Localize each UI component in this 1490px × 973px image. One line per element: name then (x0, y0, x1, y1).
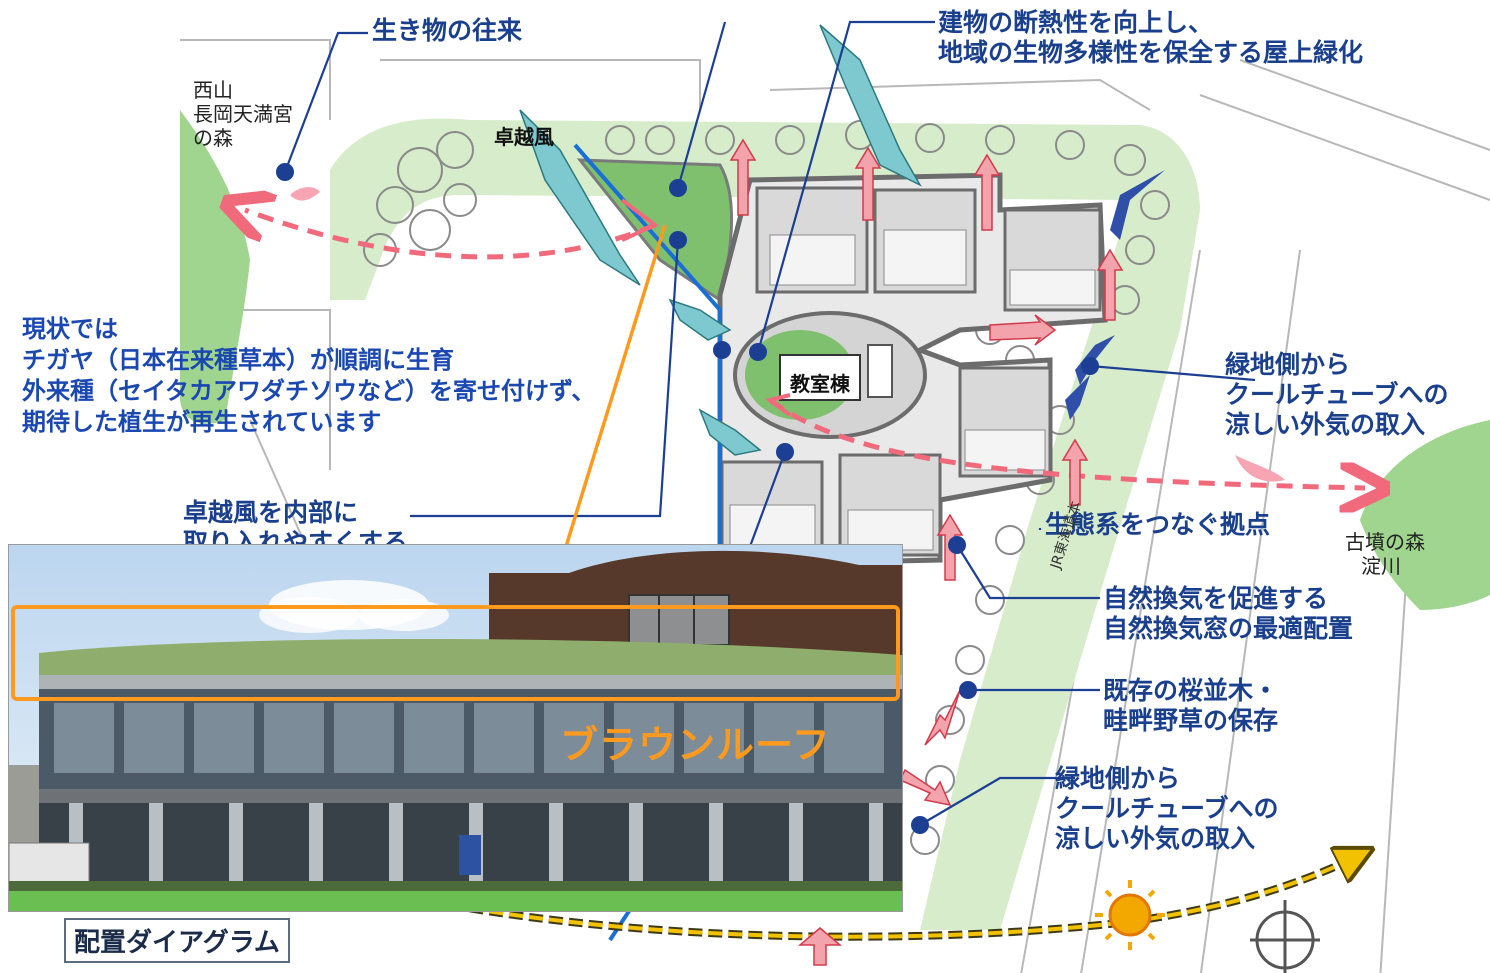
label-cherry-trees: 既存の桜並木・ 畦畔野草の保存 (1103, 676, 1278, 736)
label-cool-tube-right: 緑地側から クールチューブへの 涼しい外気の取入 (1225, 350, 1449, 440)
label-roof-greening: 建物の断熱性を向上し、 地域の生物多様性を保全する屋上緑化 (938, 8, 1363, 68)
label-roof-line-2: 地域の生物多様性を保全する屋上緑化 (938, 38, 1364, 67)
solar-panels (729, 229, 1096, 551)
leader-lines (283, 20, 1256, 826)
label-cherry-2: 畦畔野草の保存 (1103, 706, 1279, 735)
place-kofun: 古墳の森 淀川 (1345, 530, 1425, 578)
ecology-arrow-west (245, 210, 656, 260)
label-roof-line-1: 建物の断熱性を向上し、 (938, 8, 1214, 37)
label-cool-tube-bottom-1: 緑地側から (1055, 764, 1181, 793)
label-cool-tube-bottom: 緑地側から クールチューブへの 涼しい外気の取入 (1055, 764, 1279, 854)
east-forest (1360, 420, 1490, 610)
label-creature-traffic-line: 生き物の往来 (372, 16, 523, 45)
place-nishiyama-3: の森 (193, 126, 233, 150)
place-nishiyama-1: 西山 (193, 78, 233, 102)
place-kofun-2: 淀川 (1361, 554, 1401, 578)
vegetation-note-2: チガヤ（日本在来種草本）が順調に生育 (22, 346, 454, 374)
ecology-arrow-west-head (620, 198, 659, 242)
label-wind-inside-1: 卓越風を内部に (183, 498, 359, 527)
place-nishiyama-2: 長岡天満宮 (193, 102, 293, 126)
classroom-block (779, 354, 861, 401)
label-cool-tube-right-2: クールチューブへの (1225, 380, 1449, 409)
wind-arrows (519, 24, 922, 456)
bird-east (1235, 455, 1285, 482)
diagram-caption: 配置ダイアグラム (64, 918, 290, 963)
vegetation-note-4: 期待した植生が再生されています (22, 408, 382, 436)
label-cool-tube-bottom-3: 涼しい外気の取入 (1055, 824, 1256, 853)
building-photo (8, 544, 903, 912)
sun-path-inner (449, 855, 1360, 939)
brown-roof-label: ブラウンルーフ (560, 723, 831, 767)
sun-icon (1095, 880, 1165, 950)
bird-west (290, 187, 320, 201)
label-natural-ventilation: 自然換気を促進する 自然換気窓の最適配置 (1103, 584, 1353, 644)
label-cool-tube-right-1: 緑地側から (1225, 350, 1351, 379)
label-cool-tube-bottom-2: クールチューブへの (1055, 794, 1279, 823)
site-green-belt (330, 118, 1200, 930)
label-cool-tube-right-3: 涼しい外気の取入 (1225, 410, 1426, 439)
vegetation-note-3: 外来種（セイタカアワダチソウなど）を寄せ付けず、 (22, 377, 596, 405)
wind-label: 卓越風 (494, 125, 554, 149)
leader-dots (276, 163, 1099, 834)
west-forest (180, 110, 250, 424)
vegetation-note: 現状では チガヤ（日本在来種草本）が順調に生育 外来種（セイタカアワダチソウなど… (22, 314, 595, 438)
place-kofun-1: 古墳の森 (1345, 530, 1425, 554)
label-ventilation-1: 自然換気を促進する (1103, 584, 1329, 613)
classroom-label: 教室棟 (790, 372, 850, 396)
north-marker (1250, 900, 1320, 973)
label-ventilation-2: 自然換気窓の最適配置 (1103, 614, 1354, 643)
label-creature-traffic: 生き物の往来 (372, 16, 522, 46)
label-ecosystem-hub: 生態系をつなぐ拠点 (1045, 510, 1270, 540)
orange-pointer-line (548, 224, 667, 605)
place-nishiyama: 西山 長岡天満宮 の森 (193, 78, 293, 150)
label-ecosystem-line: 生態系をつなぐ拠点 (1045, 510, 1271, 539)
label-cherry-1: 既存の桜並木・ (1103, 676, 1279, 705)
photo-drawing (9, 545, 902, 911)
classroom-stair (867, 344, 893, 398)
ecology-arrow-east-tail (765, 393, 792, 417)
vegetation-note-1: 現状では (22, 315, 118, 343)
